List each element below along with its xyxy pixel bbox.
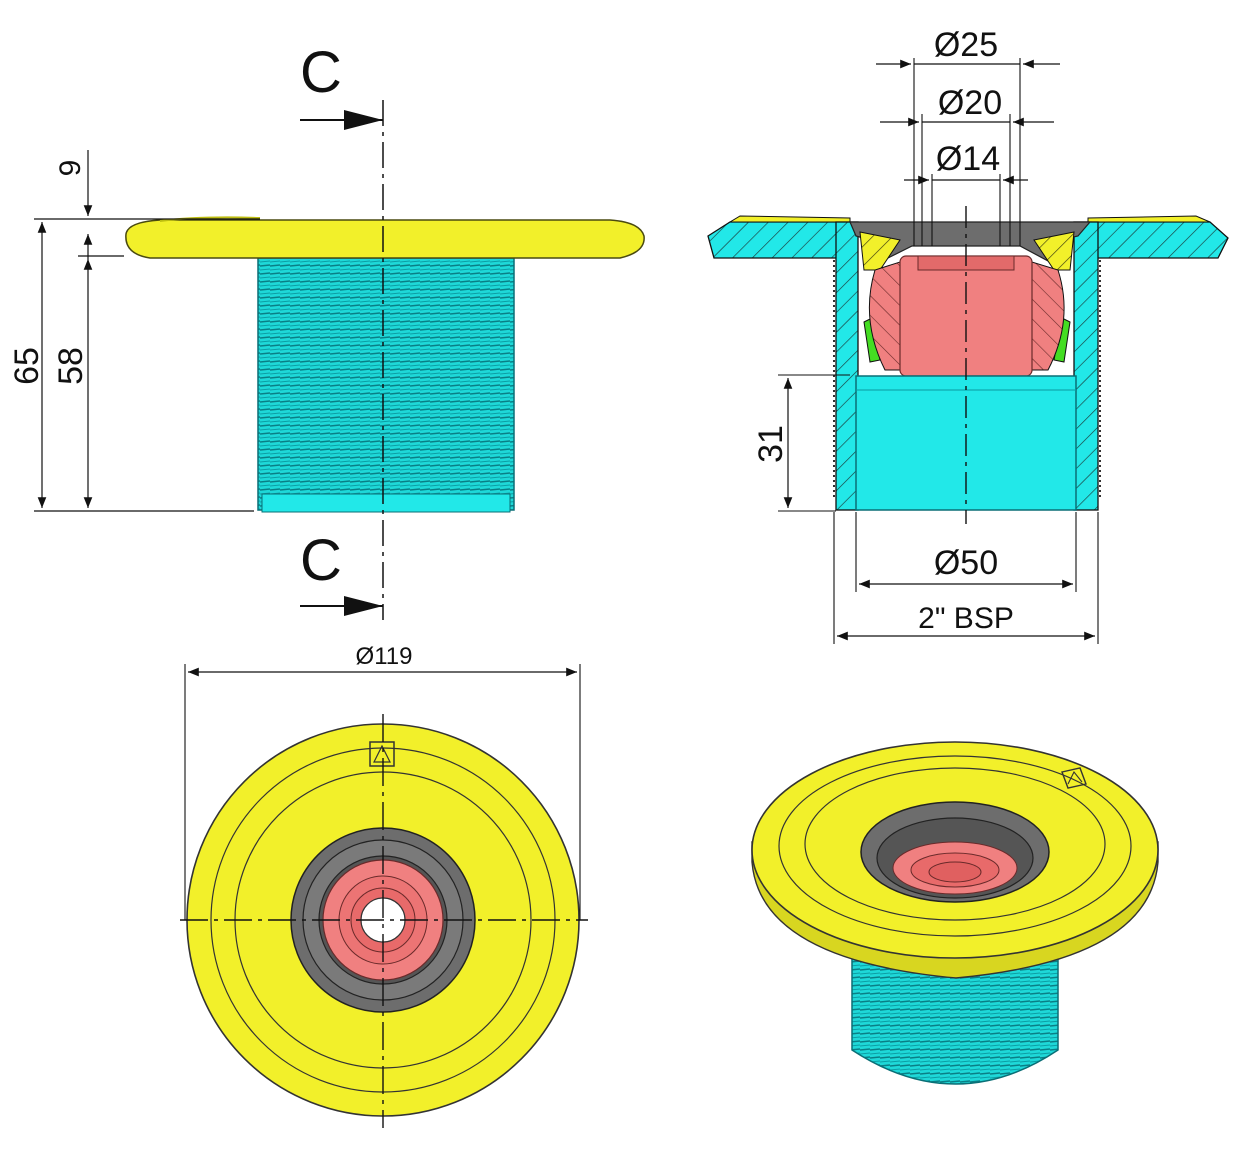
top-view: Ø119 — [180, 643, 588, 1128]
dim-9-label: 9 — [54, 160, 87, 177]
flange — [125, 219, 645, 259]
dia-50-label: Ø50 — [934, 544, 998, 582]
section-view: Ø25 Ø20 Ø14 31 Ø50 2" BSP — [707, 26, 1229, 644]
threaded-body — [257, 257, 515, 511]
dia-20-label: Ø20 — [938, 84, 1002, 122]
front-view: C C 65 58 9 — [8, 40, 645, 620]
dim-65-label: 65 — [8, 347, 46, 385]
dia-14-label: Ø14 — [936, 140, 1000, 178]
dim-58-label: 58 — [52, 347, 90, 385]
iso-view — [751, 741, 1159, 1085]
section-label-bottom: C — [300, 528, 342, 593]
section-label-top: C — [300, 40, 342, 105]
brand-logo-iso — [1061, 767, 1087, 789]
brand-logo — [369, 741, 395, 767]
dia-25-label: Ø25 — [934, 26, 998, 64]
dia-119-label: Ø119 — [356, 643, 413, 670]
dim-31-label: 31 — [752, 425, 790, 463]
thread-label: 2" BSP — [918, 602, 1014, 635]
